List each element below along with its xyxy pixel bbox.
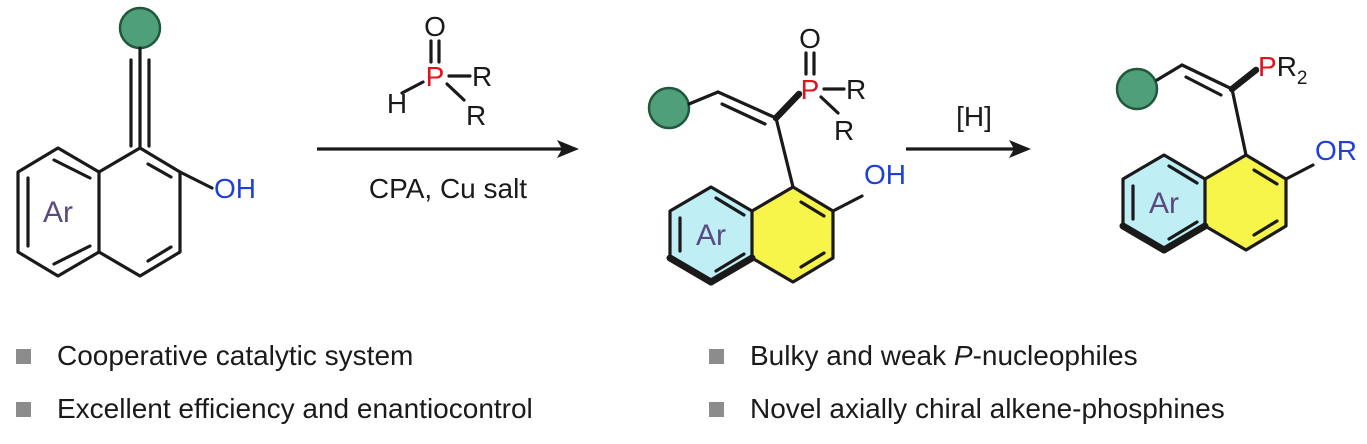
aromatic-double-bond: [52, 158, 92, 180]
product-bonds: [1119, 63, 1315, 254]
axis-bond: [774, 116, 795, 189]
arrow-head: [1009, 140, 1031, 158]
feature-text: Bulky and weak P-nucleophiles: [750, 340, 1138, 372]
bold-ring-edge: [666, 254, 715, 286]
alkene-substituent-bond: [1155, 63, 1184, 82]
h-p-bond: [400, 80, 425, 95]
feature-item: Bulky and weak P-nucleophiles: [709, 336, 1138, 376]
reagent-hydrogen-label: H: [387, 88, 407, 119]
step2-conditions-label: [H]: [956, 101, 992, 132]
aromatic-double-bond: [1167, 164, 1199, 185]
substrate-bonds: [16, 46, 214, 278]
intermediate-r-upper-label: R: [846, 74, 866, 105]
phosphine-r: R: [1277, 51, 1297, 82]
feature-text-part: -nucleophiles: [972, 340, 1138, 371]
arrow-head: [557, 140, 579, 158]
aromatic-double-bond: [714, 252, 746, 273]
feature-text-italic: P: [953, 340, 973, 371]
alkene-substituent-bond: [687, 90, 720, 106]
c-oh-bond: [178, 170, 214, 190]
bold-ring-edge: [1119, 222, 1168, 254]
naphthol-ring-highlight: [752, 187, 833, 282]
bold-ring-edge: [1160, 222, 1209, 254]
intermediate-hydroxyl-label: OH: [864, 159, 906, 190]
bullet-square-icon: [16, 401, 31, 417]
bullet-square-icon: [16, 348, 31, 364]
alkene-double-bond-inner: [1184, 75, 1223, 97]
aromatic-double-bond: [146, 162, 173, 179]
aromatic-double-bond: [799, 251, 826, 269]
aromatic-double-bond: [1252, 168, 1279, 186]
substrate-molecule: Ar OH: [16, 6, 256, 278]
intermediate-bonds: [666, 51, 864, 286]
alkene-double-bond-outer: [716, 90, 778, 120]
step1-conditions-label: CPA, Cu salt: [369, 173, 527, 204]
naphthalene-right-ring: [97, 146, 182, 278]
substituent-circle-substrate: [118, 6, 162, 50]
substituent-circle-product: [1115, 67, 1159, 111]
ar-ring-highlight: [670, 187, 752, 282]
reagent-r-upper-label: R: [472, 61, 492, 92]
axis-bond: [1230, 87, 1248, 157]
substrate-ring-label: Ar: [43, 196, 73, 229]
c-oh-bond: [831, 194, 864, 213]
substituent-circle-intermediate: [647, 86, 691, 130]
intermediate-ring-label: Ar: [696, 219, 726, 252]
bullet-square-icon: [709, 401, 724, 417]
product-ring-label: Ar: [1149, 187, 1179, 220]
aromatic-double-bond: [52, 244, 92, 266]
phosphine-subscript: 2: [1297, 68, 1308, 89]
c-p-wedge-bond: [772, 90, 803, 122]
feature-text-part: Bulky and weak: [750, 340, 954, 371]
feature-item: Excellent efficiency and enantiocontrol: [16, 389, 533, 429]
bullet-square-icon: [709, 348, 724, 364]
c-or-bond: [1284, 163, 1315, 181]
c-p-wedge-bond: [1228, 66, 1260, 93]
feature-item: Novel axially chiral alkene-phosphines: [709, 389, 1225, 429]
aromatic-double-bond: [1252, 219, 1279, 237]
alkene-double-bond-outer: [1180, 63, 1234, 91]
substrate-hydroxyl-label: OH: [214, 173, 256, 204]
reagent-bonds: [400, 39, 472, 102]
bold-ring-edge: [707, 254, 756, 286]
p-r-bond-lower: [819, 95, 840, 115]
intermediate-r-lower-label: R: [834, 115, 854, 146]
naphthyl-ring-highlight: [1205, 155, 1286, 250]
intermediate-oxygen-label: O: [799, 23, 821, 54]
p-r-bond-lower: [445, 82, 466, 102]
intermediate-phosphorus-label: P: [801, 74, 820, 105]
feature-text: Excellent efficiency and enantiocontrol: [57, 393, 533, 424]
reagent-molecule: O P H R R: [387, 11, 492, 131]
step1-arrow: [317, 140, 579, 158]
aromatic-double-bond: [799, 200, 826, 218]
product-molecule: Ar PR2 OR: [1115, 51, 1357, 254]
reagent-phosphorus-label: P: [426, 61, 445, 92]
aromatic-double-bond: [146, 245, 173, 263]
feature-text: Novel axially chiral alkene-phosphines: [750, 393, 1225, 424]
feature-item: Cooperative catalytic system: [16, 336, 413, 376]
feature-text: Cooperative catalytic system: [57, 340, 414, 371]
ar-ring-highlight: [1123, 155, 1205, 250]
phosphine-p: P: [1258, 51, 1277, 82]
reagent-oxygen-label: O: [424, 11, 446, 42]
intermediate-molecule: Ar OH O P R R: [647, 23, 906, 286]
product-ether-label: OR: [1315, 135, 1357, 166]
step2-arrow: [906, 140, 1031, 158]
aromatic-double-bond: [714, 196, 746, 217]
aromatic-double-bond: [1167, 220, 1199, 241]
product-phosphine-label: PR2: [1258, 51, 1308, 89]
alkene-double-bond-inner: [720, 102, 767, 126]
reagent-r-lower-label: R: [466, 100, 486, 131]
